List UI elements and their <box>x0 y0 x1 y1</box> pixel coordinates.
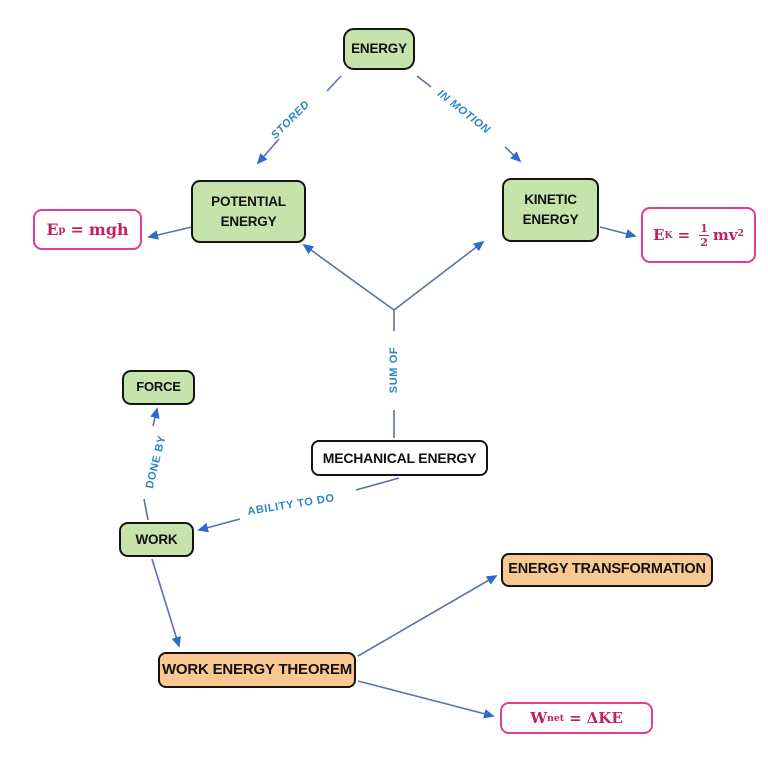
edge-energy-kinetic-seg1 <box>416 75 432 88</box>
node-kinetic-energy: KINETIC ENERGY <box>502 178 599 242</box>
edge-wet-transformation <box>357 575 498 657</box>
formula-ek-fraction-bar <box>699 234 710 236</box>
node-work-energy-theorem: WORK ENERGY THEOREM <box>158 652 356 688</box>
edge-label-sum-of: SUM OF <box>388 346 401 394</box>
formula-ek-equals: = <box>677 226 691 244</box>
formula-ek-rhs: mv <box>712 226 738 244</box>
edge-potential-formula <box>147 226 193 240</box>
node-potential-energy: POTENTIAL ENERGY <box>191 180 306 243</box>
edge-sumof-to-kinetic <box>393 240 485 311</box>
formula-wnet-base: W <box>530 709 548 727</box>
edge-kinetic-formula <box>599 226 637 239</box>
edge-work-wet <box>151 558 181 648</box>
edge-energy-potential-seg1 <box>326 75 342 92</box>
edge-energy-potential-seg2 <box>256 138 280 165</box>
formula-ek-numerator: 1 <box>700 221 708 235</box>
edge-work-force-seg1 <box>143 498 149 521</box>
formula-ep-equals: = <box>70 220 84 239</box>
node-force: FORCE <box>122 370 195 405</box>
edge-sumof-to-potential <box>302 243 395 311</box>
formula-wnet-equals: = <box>569 709 582 727</box>
node-mechanical-energy: MECHANICAL ENERGY <box>311 440 488 476</box>
formula-ep-rhs: mgh <box>88 220 129 239</box>
formula-ek-denominator: 2 <box>700 235 708 249</box>
edge-wet-wnet <box>357 680 495 719</box>
edge-mechanical-work-seg1 <box>355 477 400 491</box>
edge-energy-kinetic-seg2 <box>504 146 522 163</box>
formula-ep-base: E <box>46 220 59 239</box>
formula-wnet-rhs: ΔKE <box>586 709 623 727</box>
edge-mechanical-work-seg2 <box>197 518 241 533</box>
node-work: WORK <box>119 522 194 557</box>
node-energy: ENERGY <box>343 28 415 70</box>
formula-ek-base: E <box>653 226 665 244</box>
node-energy-transformation: ENERGY TRANSFORMATION <box>501 553 713 587</box>
edge-work-force-seg2 <box>150 407 160 427</box>
